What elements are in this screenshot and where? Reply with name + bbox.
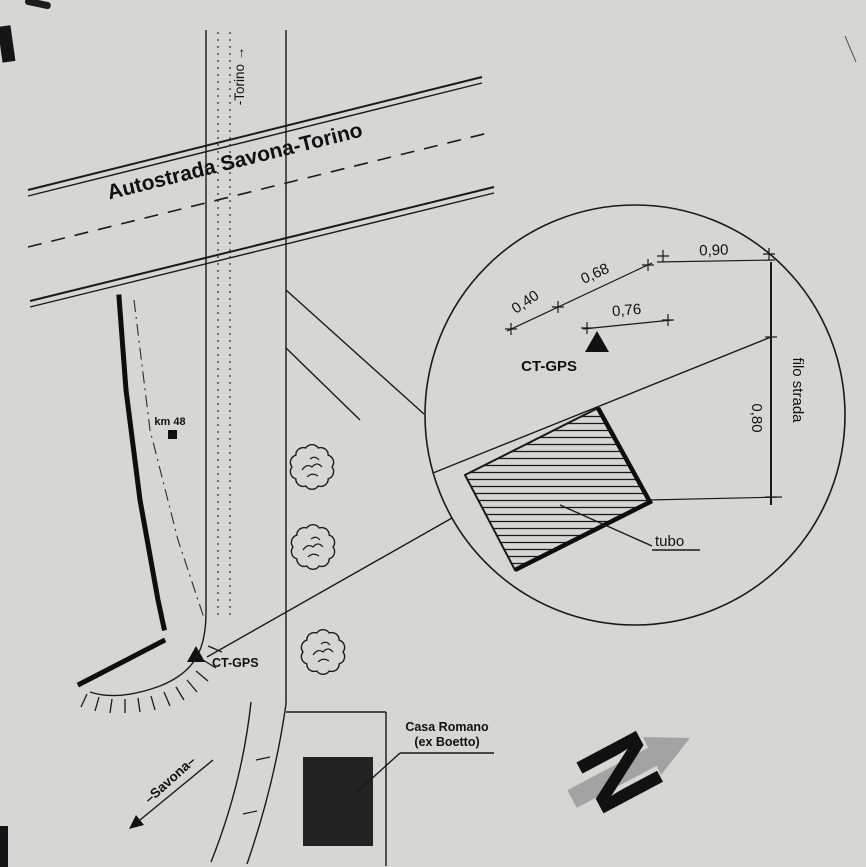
dimension-ticks [505,248,777,503]
highway-center-dashed-line [27,132,489,248]
km-marker-label: km 48 [154,416,185,428]
boundary-dashdot-line [133,299,205,619]
tree-icon [290,524,336,570]
branch-road-lines [285,289,425,421]
ct-gps-marker [187,646,205,662]
tubo-leader-line [559,504,700,551]
north-arrow: N [555,715,690,829]
casa-romano-label-line2: (ex Boetto) [414,735,479,749]
ct-gps-label: CT-GPS [212,656,259,670]
casa-romano-building [303,757,373,846]
tubo-culvert [463,406,654,573]
highway-lines [27,76,495,308]
ct-gps-detail-label: CT-GPS [521,358,577,375]
dim-080-label: 0,80 [748,403,765,432]
tubo-label: tubo [655,533,684,550]
dim-090-label: 0,90 [699,241,729,259]
north-label: N [555,715,685,829]
casa-romano-leader-line [356,752,494,793]
casa-romano-label-line1: Casa Romano [405,720,489,734]
ct-gps-detail-marker [585,331,609,352]
guardrail-line [76,294,205,688]
property-boundary-lines [286,711,387,866]
tree-icons [289,444,346,675]
road-lines [205,30,287,704]
detail-circle [424,204,846,626]
road-edge-line [206,517,453,658]
savona-road-curves [89,611,287,865]
tree-icon [289,444,335,490]
filo-strada-label: filo strada [789,357,806,423]
embankment-hatch-ticks [80,645,223,714]
road-edge-detail-line [432,336,772,474]
torino-direction-label: -Torino → [232,47,247,106]
km-marker-square [168,430,177,439]
dimension-lines [506,259,783,505]
dim-076-label: 0,76 [611,301,642,320]
savona-arrow [129,759,214,829]
tree-icon [300,629,346,675]
